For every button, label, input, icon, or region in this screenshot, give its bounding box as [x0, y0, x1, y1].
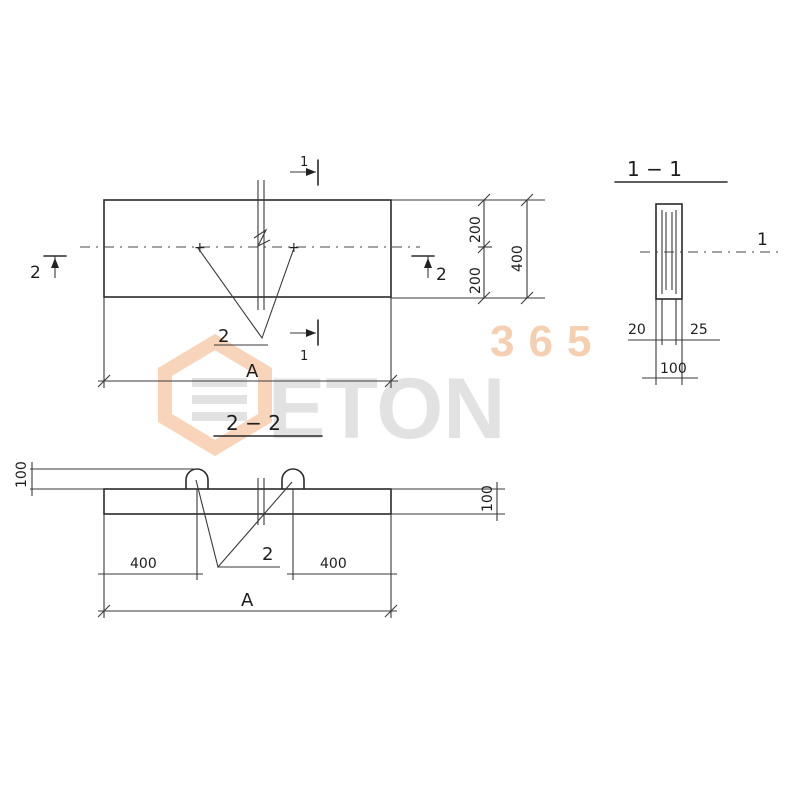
watermark-word: ETON: [268, 361, 505, 457]
section-2-2-leader-label: 2: [262, 544, 273, 565]
loop-height-dimension: 100: [14, 461, 197, 496]
section-marker-1-bottom: 1: [290, 319, 319, 364]
svg-text:1: 1: [300, 155, 308, 170]
section-1-1: 1 − 1 1 20 25 100: [614, 157, 780, 385]
break-zigzag: [253, 228, 271, 248]
svg-text:100: 100: [14, 461, 30, 488]
section-1-1-title: 1 − 1: [627, 157, 682, 181]
plan-leader-label: 2: [218, 326, 229, 347]
plan-view: + + 2 1 1 2 2: [30, 155, 545, 388]
dim-total: 400: [510, 245, 526, 272]
dim-left-offset: 400: [130, 556, 157, 572]
slab-section-outline: [103, 488, 392, 515]
loop-offset-dimensions: 400 400: [98, 489, 397, 618]
section-1-1-dimensions: 20 25 100: [628, 299, 720, 385]
section-2-2-length-dimension: A: [97, 590, 398, 618]
svg-text:1: 1: [300, 349, 308, 364]
lifting-loop-right: [281, 468, 305, 490]
section-marker-2-right: 2: [411, 255, 447, 285]
svg-text:100: 100: [480, 485, 496, 512]
section-2-2-title: 2 − 2: [226, 411, 281, 435]
svg-text:2: 2: [436, 265, 447, 285]
section-marker-1-top: 1: [290, 155, 319, 186]
section-2-2: 2 − 2 2 100 100: [14, 411, 505, 618]
svg-text:2: 2: [30, 263, 41, 283]
dim-left: 20: [628, 322, 646, 338]
section-1-1-leader-label: 1: [757, 230, 768, 250]
leader-lines: [197, 247, 295, 340]
dim-right: 25: [690, 322, 708, 338]
watermark-number: 365: [490, 317, 605, 366]
dim-lower: 200: [468, 267, 484, 294]
section-marker-2-left: 2: [30, 255, 67, 283]
slab-plan-outline: [103, 199, 392, 298]
dim-upper: 200: [468, 216, 484, 243]
dim-width: 100: [660, 361, 687, 377]
section-2-2-leader-lines: [195, 479, 293, 569]
loop-point-mark: +: [194, 240, 206, 256]
watermark: 365 ETON: [158, 317, 605, 457]
section-2-2-length-label: A: [241, 590, 254, 611]
plan-length-label: A: [246, 361, 259, 382]
plan-length-dimension: A: [97, 297, 398, 388]
watermark-hex-logo-icon: [158, 333, 272, 457]
thickness-dimension: 100: [391, 482, 505, 521]
plan-vertical-dimensions: 200 200 400: [391, 193, 545, 305]
dim-right-offset: 400: [320, 556, 347, 572]
